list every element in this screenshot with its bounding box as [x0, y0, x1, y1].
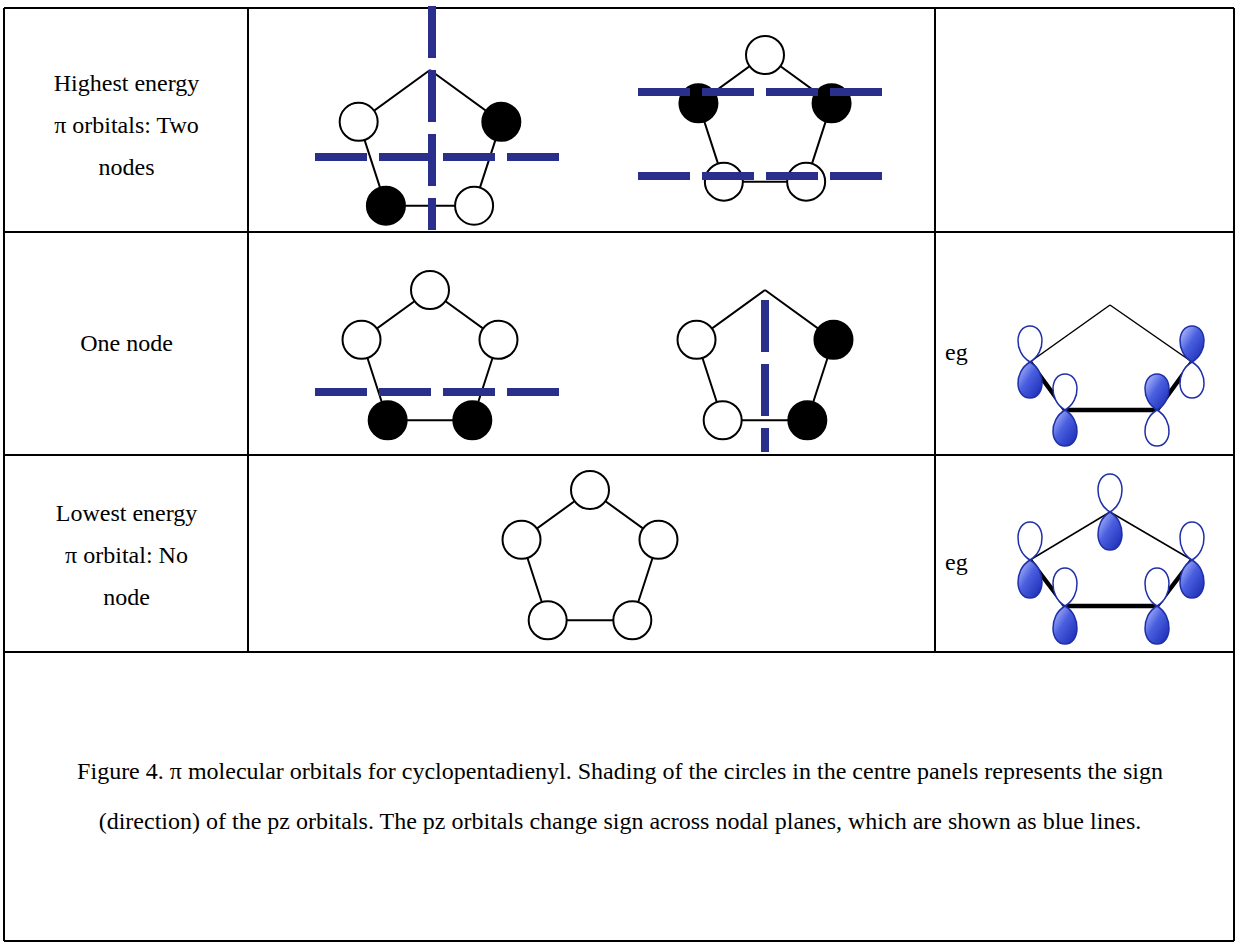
pz-lobe [1018, 522, 1042, 560]
nodal-plane [761, 300, 769, 452]
pz-lobe [1053, 568, 1077, 606]
p-orbital-sketches [1018, 305, 1204, 644]
pz-sign-circle [482, 103, 520, 141]
figure-caption: Figure 4. π molecular orbitals for cyclo… [55, 746, 1185, 846]
pz-sign-circle [367, 187, 405, 225]
pz-lobe [1018, 362, 1042, 398]
pz-sign-circle [369, 401, 407, 439]
ring-bond-front [1065, 604, 1157, 609]
pz-lobe [1098, 512, 1122, 550]
row-heading: One node [27, 322, 227, 364]
pz-lobe [1018, 560, 1042, 598]
table-grid [4, 8, 1234, 941]
table-rule [934, 8, 936, 652]
pz-lobe [1180, 522, 1204, 560]
ring-bond [1110, 305, 1192, 362]
pz-sign-circle [340, 103, 378, 141]
pz-sign-circle [705, 163, 743, 201]
pz-lobe [1180, 560, 1204, 598]
pz-lobe [1180, 326, 1204, 362]
pz-sign-circle [411, 271, 449, 309]
pz-sign-circle [613, 601, 651, 639]
symmetry-label: eg [945, 331, 1005, 373]
nodal-plane [638, 88, 888, 96]
pz-sign-circle [639, 521, 677, 559]
table-rule [4, 940, 1234, 942]
ring-bond [1030, 305, 1110, 362]
pz-lobe [1145, 374, 1169, 410]
table-rule [4, 454, 1234, 456]
table-rule [4, 651, 1234, 653]
nodal-planes [315, 6, 888, 452]
pz-sign-circle [479, 321, 517, 359]
nodal-plane [315, 153, 560, 161]
pz-lobe [1053, 374, 1077, 410]
nodal-plane [638, 172, 888, 180]
table-rule [3, 8, 5, 941]
mo-diagrams [340, 36, 853, 639]
pz-lobe [1053, 410, 1077, 446]
pz-sign-circle [343, 321, 381, 359]
pz-sign-circle [453, 401, 491, 439]
pz-sign-circle [678, 321, 716, 359]
pz-sign-circle [788, 401, 826, 439]
symmetry-label: eg [945, 541, 1005, 583]
pz-lobe [1145, 568, 1169, 606]
table-rule [247, 8, 249, 652]
ring-bond-front [1065, 408, 1157, 413]
pz-lobe [1180, 362, 1204, 398]
table-rule [1233, 8, 1235, 941]
pz-lobe [1145, 410, 1169, 446]
pz-sign-circle [529, 601, 567, 639]
nodal-plane [315, 388, 560, 396]
pz-lobe [1018, 326, 1042, 362]
table-rule [4, 231, 1234, 233]
pz-sign-circle [571, 471, 609, 509]
pz-sign-circle [704, 401, 742, 439]
pz-sign-circle [787, 163, 825, 201]
row-heading: Highest energy π orbitals: Two nodes [49, 62, 205, 188]
row-heading: Lowest energy π orbital: No node [49, 492, 205, 618]
pz-sign-circle [455, 187, 493, 225]
pz-lobe [1098, 474, 1122, 512]
pz-sign-circle [503, 521, 541, 559]
pz-sign-circle [814, 321, 852, 359]
pz-sign-circle [746, 36, 784, 74]
pz-lobe [1053, 606, 1077, 644]
pz-lobe [1145, 606, 1169, 644]
nodal-plane [428, 6, 436, 230]
table-rule [4, 7, 1234, 9]
